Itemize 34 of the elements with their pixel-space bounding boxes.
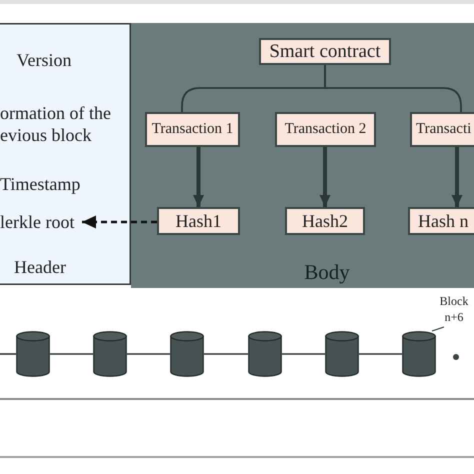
leader-line xyxy=(432,326,444,332)
block-cylinder xyxy=(248,331,282,377)
field-label: Timestamp xyxy=(0,173,82,195)
field-label: ormation of the evious block xyxy=(0,102,112,146)
transaction-box: Transacti xyxy=(410,112,474,147)
field-label: Version xyxy=(16,49,72,71)
callout-label: Block n+6 xyxy=(434,293,474,327)
arrow xyxy=(320,147,330,207)
arrow xyxy=(193,147,204,207)
chain-line xyxy=(0,353,16,355)
block-cylinder xyxy=(170,331,204,377)
block-cylinder xyxy=(93,331,127,377)
body-panel xyxy=(131,23,474,288)
panel-title: Body xyxy=(303,259,351,285)
block-cylinder xyxy=(402,331,436,377)
header-panel xyxy=(0,23,131,285)
dashed-arrow xyxy=(82,216,157,228)
hash-box: Hash n xyxy=(408,207,474,235)
panel-title: Header xyxy=(13,256,67,278)
transaction-box: Transaction 2 xyxy=(275,112,376,147)
connector-line xyxy=(324,65,462,112)
transaction-box: Transaction 1 xyxy=(145,112,240,147)
hash-box: Hash1 xyxy=(157,207,240,235)
chain-line xyxy=(127,353,170,355)
chain-line xyxy=(50,353,93,355)
field-label: lerkle root xyxy=(0,211,82,233)
block-cylinder xyxy=(325,331,359,377)
block-cylinder xyxy=(16,331,50,377)
chain-line xyxy=(282,353,325,355)
hash-box: Hash2 xyxy=(285,207,365,235)
process-box: Smart contract xyxy=(259,38,391,65)
chain-line xyxy=(204,353,248,355)
arrow xyxy=(452,147,462,207)
chain-line xyxy=(359,353,402,355)
